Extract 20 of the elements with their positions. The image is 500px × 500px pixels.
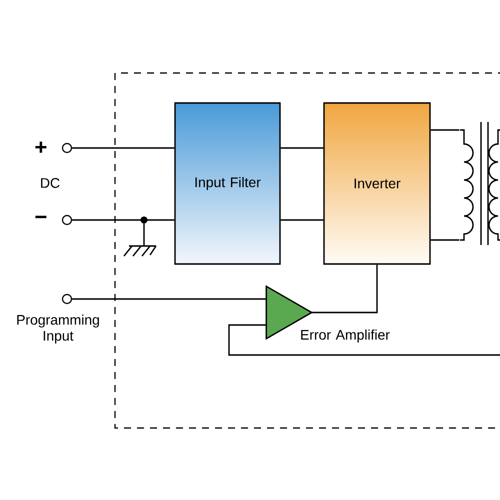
connector-line <box>312 264 378 314</box>
connector-line <box>280 219 324 221</box>
connector-line <box>280 147 324 149</box>
polarity-sign: − <box>35 216 46 218</box>
connector-line <box>430 129 460 131</box>
signal-label: DC <box>41 178 60 188</box>
block-box: Inverter <box>323 102 431 265</box>
connector-line <box>72 147 174 149</box>
terminal-circle <box>62 214 72 226</box>
connector-line <box>430 239 460 241</box>
connector-line <box>72 219 174 221</box>
block-box: Input Filter <box>174 102 281 265</box>
caption-text: Error Amplifier <box>301 330 390 342</box>
polarity-sign: + <box>35 142 46 153</box>
connector-line <box>72 298 266 300</box>
terminal-circle <box>62 294 72 304</box>
caption-text: Programming Input <box>17 314 99 344</box>
connector-line <box>228 324 500 356</box>
transformer-drawing <box>460 121 500 246</box>
terminal-circle <box>62 142 72 154</box>
